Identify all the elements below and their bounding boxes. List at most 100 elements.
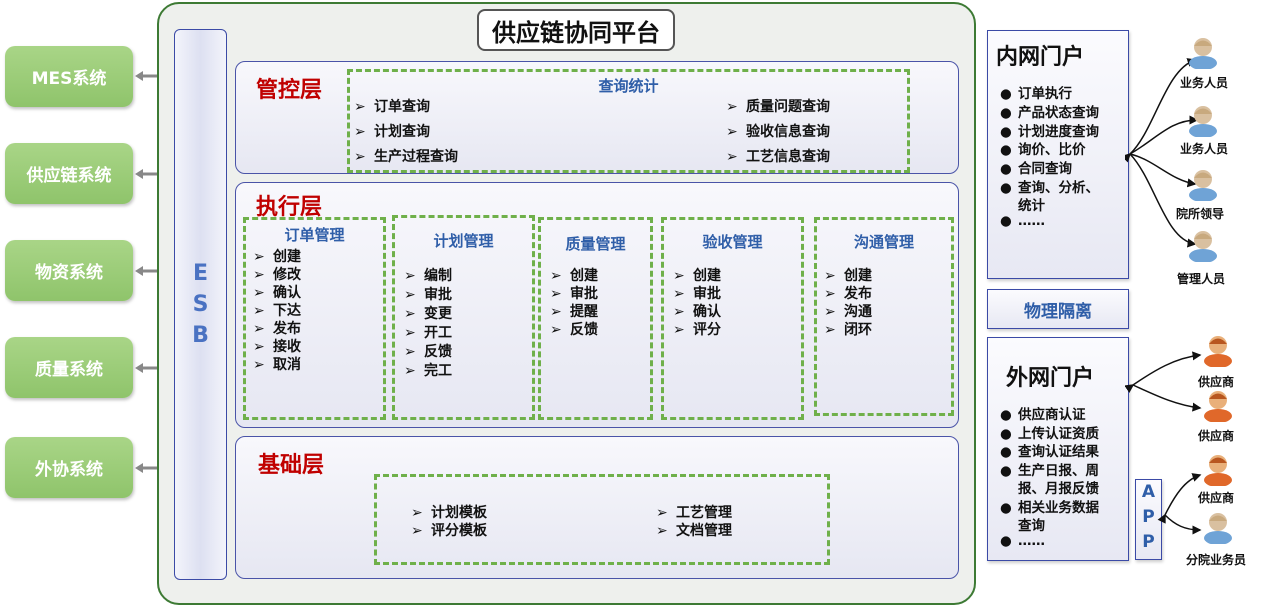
list-item: ➢确认 — [253, 285, 301, 301]
mes-system-box: MES系统 — [5, 46, 133, 107]
group-title: 沟通管理 — [853, 233, 914, 251]
list-item: ➢完工 — [404, 363, 452, 379]
list-item: ➢审批 — [673, 286, 721, 302]
user-blue-icon — [1204, 513, 1232, 544]
list-item: ➢发布 — [253, 321, 301, 337]
portal-title: 外网门户 — [1006, 366, 1095, 391]
list-item: ➢评分 — [673, 322, 721, 338]
base-layer: 基础层 ➢计划模板 ➢评分模板 ➢工艺管理 ➢文档管理 — [235, 436, 959, 579]
list-item: ➢工艺管理 — [656, 505, 732, 521]
user-label: 管理人员 — [1177, 272, 1226, 286]
list-item: ➢验收信息查询 — [726, 124, 830, 140]
app-letter: P — [1142, 532, 1155, 552]
list-item: ●产品状态查询 — [1000, 105, 1099, 121]
list-item: ●查询、分析、 — [1000, 180, 1099, 196]
esb-letter: S — [192, 292, 209, 317]
list-item: ➢下达 — [253, 303, 301, 319]
user-blue-icon — [1189, 106, 1217, 137]
list-item: ➢创建 — [550, 268, 598, 284]
list-item: ➢确认 — [673, 304, 721, 320]
portal-title: 内网门户 — [996, 45, 1085, 70]
intranet-portal: 内网门户 ●订单执行 ●产品状态查询 ●计划进度查询 ●询价、比价 ●合同查询 … — [987, 30, 1129, 279]
list-item: ●…… — [1000, 533, 1045, 549]
list-item: ●上传认证资质 — [1000, 426, 1099, 442]
base-items-group — [374, 474, 830, 565]
list-item: ➢编制 — [404, 268, 452, 284]
execution-layer: 执行层 订单管理 ➢创建 ➢修改 ➢确认 ➢下达 ➢发布 ➢接收 ➢取消 计划管… — [235, 182, 959, 428]
list-item: ➢发布 — [824, 286, 872, 302]
list-item: ●生产日报、周 — [1000, 463, 1099, 479]
extranet-portal: 外网门户 ●供应商认证 ●上传认证资质 ●查询认证结果 ●生产日报、周 报、月报… — [987, 337, 1129, 561]
list-item-continuation: 报、月报反馈 — [1018, 481, 1099, 497]
quality-system-box: 质量系统 — [5, 337, 133, 398]
list-item: ●询价、比价 — [1000, 142, 1086, 158]
list-item: ●查询认证结果 — [1000, 444, 1099, 460]
esb-letter: E — [192, 261, 209, 286]
app-letter: A — [1141, 482, 1156, 502]
list-item: ➢沟通 — [824, 304, 872, 320]
list-item: ➢提醒 — [550, 304, 598, 320]
list-item: ➢订单查询 — [354, 99, 430, 115]
order-mgmt-group — [243, 217, 386, 420]
esb-letter: B — [192, 323, 209, 348]
list-item: ➢工艺信息查询 — [726, 149, 830, 165]
user-label: 供应商 — [1198, 429, 1235, 443]
list-item: ➢创建 — [824, 268, 872, 284]
user-blue-icon — [1189, 231, 1217, 262]
list-item: ➢生产过程查询 — [354, 149, 458, 165]
list-item: ➢取消 — [253, 357, 301, 373]
list-item: ➢创建 — [673, 268, 721, 284]
portal-connector-lines — [1125, 58, 1202, 535]
list-item: ➢修改 — [253, 267, 301, 283]
acceptance-mgmt-group — [661, 217, 804, 420]
platform-title: 供应链协同平台 — [477, 9, 675, 51]
list-item: ➢质量问题查询 — [726, 99, 830, 115]
communication-mgmt-group — [814, 217, 954, 416]
quality-mgmt-group — [538, 217, 653, 420]
user-label: 供应商 — [1198, 491, 1235, 505]
list-item: ●供应商认证 — [1000, 407, 1086, 423]
user-blue-icon — [1189, 38, 1217, 69]
user-orange-icon — [1204, 336, 1232, 367]
layer-title: 基础层 — [258, 453, 325, 478]
list-item: ➢评分模板 — [411, 523, 487, 539]
list-item: ➢计划查询 — [354, 124, 430, 140]
user-label: 院所领导 — [1176, 207, 1225, 221]
list-item: ➢计划模板 — [411, 505, 487, 521]
materials-system-box: 物资系统 — [5, 240, 133, 301]
list-item: ➢接收 — [253, 339, 301, 355]
group-title: 计划管理 — [433, 232, 494, 250]
user-label: 业务人员 — [1180, 76, 1229, 90]
list-item-continuation: 查询 — [1018, 518, 1045, 534]
user-orange-icon — [1204, 391, 1232, 422]
list-item: ➢文档管理 — [656, 523, 732, 539]
app-box: A P P — [1135, 479, 1162, 560]
user-label: 供应商 — [1198, 375, 1235, 389]
group-title: 订单管理 — [284, 226, 345, 244]
group-title: 验收管理 — [702, 233, 763, 251]
list-item: ●相关业务数据 — [1000, 500, 1099, 516]
list-item: ●…… — [1000, 213, 1045, 229]
outsourcing-system-box: 外协系统 — [5, 437, 133, 498]
app-letter: P — [1142, 507, 1155, 527]
list-item: ➢创建 — [253, 249, 301, 265]
user-label: 分院业务员 — [1186, 553, 1247, 567]
list-item: ●订单执行 — [1000, 86, 1072, 102]
user-blue-icon — [1189, 170, 1217, 201]
list-item: ➢闭环 — [824, 322, 872, 338]
group-title: 查询统计 — [598, 77, 659, 95]
user-orange-icon — [1204, 455, 1232, 486]
list-item: ●合同查询 — [1000, 161, 1072, 177]
list-item: ●计划进度查询 — [1000, 124, 1099, 140]
list-item-continuation: 统计 — [1018, 198, 1045, 214]
plan-mgmt-group — [392, 215, 535, 420]
query-stats-group — [347, 69, 910, 173]
list-item: ➢审批 — [404, 287, 452, 303]
list-item: ➢反馈 — [404, 344, 452, 360]
group-title: 质量管理 — [565, 235, 626, 253]
layer-title: 管控层 — [256, 78, 323, 103]
list-item: ➢开工 — [404, 325, 452, 341]
list-item: ➢变更 — [404, 306, 452, 322]
list-item: ➢审批 — [550, 286, 598, 302]
layer-title: 执行层 — [256, 195, 323, 220]
